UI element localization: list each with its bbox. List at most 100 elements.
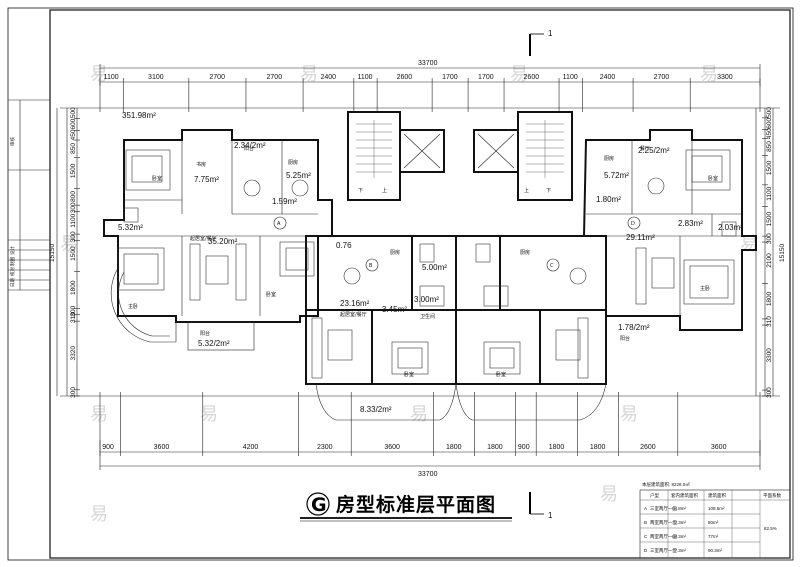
room-label-bedroom-2: 卧室 [266, 291, 276, 298]
left-dim-10: 1500 [70, 246, 77, 261]
area-label-18: 2.83m² [678, 219, 703, 228]
watermark-9: 易 [410, 404, 428, 425]
table-row-2-gross: 80m² [708, 520, 719, 525]
table-header-coef: 平面系数 [763, 492, 781, 499]
drawing-frame [49, 9, 791, 559]
stair-right-up: 上 [524, 187, 529, 194]
table-header-net: 套内建筑面积 [671, 492, 698, 499]
left-title-strip: 审核 设计 制图 校对 日期 [8, 99, 50, 291]
room-label-bedroom-b: 卧室 [404, 371, 414, 378]
right-dim-8: 300 [766, 233, 773, 244]
table-row-3-net: 68.3m² [672, 534, 687, 539]
watermark-1: 易 [90, 64, 108, 85]
left-dim-11: 1800 [70, 280, 77, 295]
left-dim-3: 450 [70, 129, 77, 140]
room-label-balcony-left: 阳台 [200, 330, 210, 337]
unit-marker-c: C [550, 263, 554, 269]
section-marker-bottom-label: 1 [548, 511, 553, 520]
area-label-10: 23.16m² [340, 299, 370, 308]
top-dim-7: 2600 [397, 74, 413, 81]
area-label-14: 8.33/2m² [360, 405, 392, 414]
table-row-4-type: 三室两厅一卫 [650, 547, 677, 553]
watermark-8: 易 [200, 404, 218, 425]
right-overall-value: 15150 [779, 244, 786, 262]
area-label-1: 351.98m² [122, 111, 156, 120]
area-label-21: 1.78/2m² [618, 323, 650, 332]
unit-marker-a: A [277, 221, 281, 227]
room-label-study: 书房 [196, 161, 206, 168]
bottom-dim-3: 4200 [243, 444, 259, 451]
left-dim-9: 300 [70, 231, 77, 242]
top-dim-5: 2400 [320, 74, 336, 81]
strip-label-4: 校对 [9, 267, 16, 276]
room-label-bedroom-c: 卧室 [496, 371, 506, 378]
watermark-4: 易 [700, 64, 718, 85]
area-label-7: 35.20m² [208, 237, 238, 246]
area-label-13: 5.32/2m² [198, 339, 230, 348]
room-label-balcony-right: 阳台 [620, 335, 630, 342]
left-dim-8: 1100 [70, 213, 77, 227]
left-dim-7: 300 [70, 202, 77, 213]
bottom-dim-10: 1800 [590, 444, 606, 451]
strip-label-1: 审核 [9, 137, 16, 146]
top-dim-12: 2400 [600, 74, 616, 81]
left-dim-5: 1500 [70, 163, 77, 178]
unit-markers: A B C D [273, 216, 641, 272]
elevator-shafts [403, 133, 515, 169]
floor-plan: 下 上 上 下 [103, 111, 757, 421]
bottom-dim-6: 1800 [446, 444, 462, 451]
bottom-balcony-left [315, 383, 457, 421]
furniture [117, 149, 737, 379]
stair-right [526, 120, 564, 178]
table-row-1-net: 94.8m² [672, 506, 687, 511]
top-dim-14: 3300 [717, 74, 733, 81]
area-label-5: 1.59m² [272, 197, 297, 206]
left-dim-4: 850 [70, 143, 77, 154]
top-dim-6: 1100 [357, 74, 372, 81]
watermark-3: 易 [510, 64, 528, 85]
room-label-living-b: 起居室/餐厅 [340, 311, 367, 318]
right-dim-6: 1100 [766, 186, 773, 200]
room-label-balcony-top: 阳台 [244, 145, 254, 152]
bottom-dim-1: 900 [102, 444, 114, 451]
stair-left [356, 120, 392, 178]
bottom-dim-5: 3600 [384, 444, 400, 451]
area-schedule-caption: 本层建筑面积: 8228.0㎡ [642, 481, 690, 488]
bottom-dim-2: 3600 [154, 444, 170, 451]
room-label-dining-right: 餐厅 [640, 145, 650, 152]
core-walls [347, 111, 573, 201]
section-marker-bottom: 1 [529, 492, 553, 520]
top-dim-9: 1700 [478, 74, 494, 81]
left-round-balcony [110, 267, 177, 343]
table-row-3-unit: C [644, 534, 648, 539]
area-schedule: 本层建筑面积: 8228.0㎡ 户型 套内建筑面积 建筑面积 平面系数 A 三室… [639, 481, 791, 559]
drawing-title-text: 房型标准层平面图 [336, 493, 496, 516]
table-row-1-unit: A [644, 506, 647, 511]
left-dim-14: 3320 [70, 346, 77, 361]
left-dim-2: 600 [70, 118, 77, 129]
table-row-1-type: 三室两厅一卫 [650, 505, 677, 511]
top-dim-2: 3100 [148, 74, 164, 81]
right-dim-7: 1500 [766, 212, 773, 227]
right-dim-2: 600 [766, 118, 773, 129]
right-dim-11: 310 [766, 316, 773, 327]
table-header-gross: 建筑面积 [708, 492, 726, 499]
area-label-15: 2.25/2m² [638, 146, 670, 155]
room-label-kitchen-b: 厨房 [390, 249, 400, 256]
area-label-2: 2.34/2m² [234, 141, 266, 150]
room-label-kitchen-right: 厨房 [604, 155, 614, 162]
watermarks: 易 易 易 易 易 易 易 易 易 易 易 易 [60, 64, 758, 525]
drawing-title: G 房型标准层平面图 [300, 492, 512, 522]
top-dim-10: 2600 [524, 74, 540, 81]
left-dim-1: 500 [70, 107, 77, 118]
strip-label-2: 设计 [9, 246, 16, 255]
table-row-4-gross: 90.3m² [708, 548, 723, 553]
top-dim-3: 2700 [209, 74, 225, 81]
right-dim-1: 500 [766, 107, 773, 118]
bottom-dim-4: 2300 [317, 444, 333, 451]
bottom-dim-11: 2600 [640, 444, 656, 451]
left-dim-12: 300 [70, 305, 77, 316]
right-dim-10: 1800 [766, 291, 773, 306]
table-row-3-type: 两室两厅一卫 [650, 533, 677, 539]
